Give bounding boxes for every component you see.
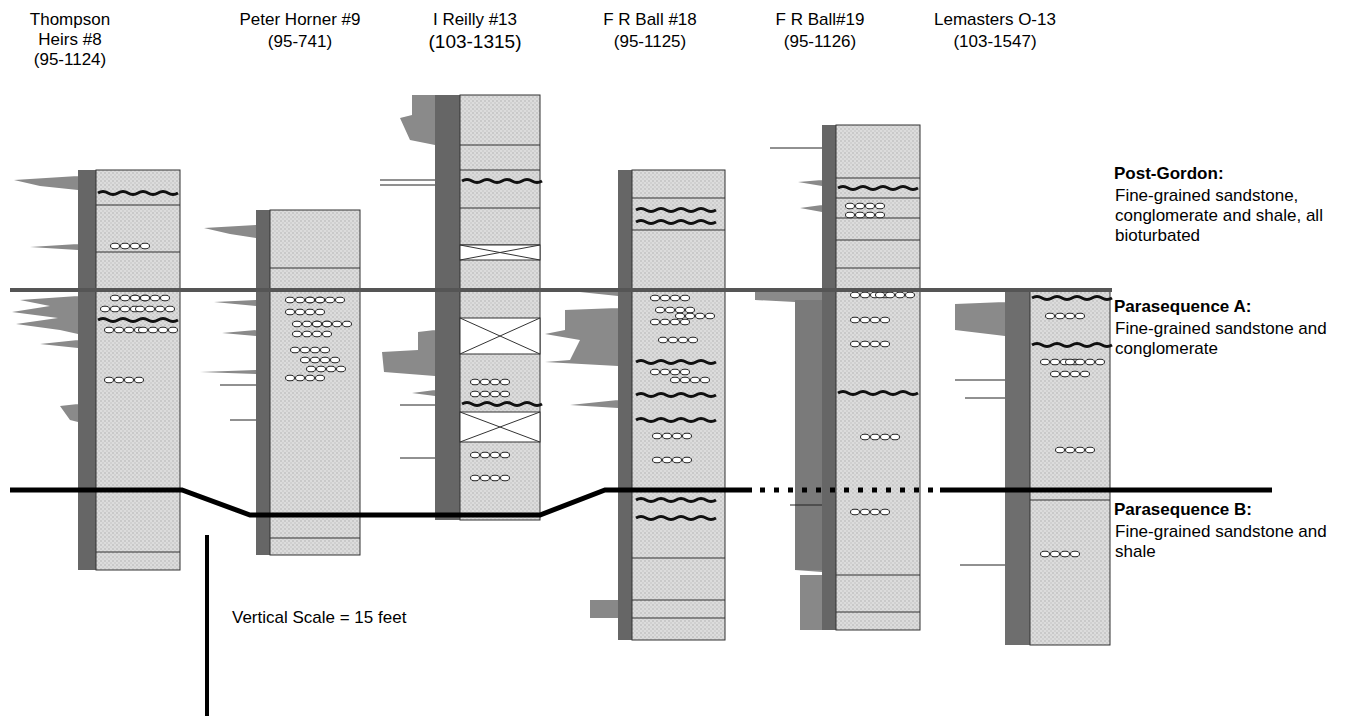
well-number: (95-1125) bbox=[565, 32, 735, 52]
unit-name: Post-Gordon: bbox=[1114, 164, 1364, 184]
well-number: (95-1124) bbox=[10, 50, 130, 70]
unit-description: Fine-grained sandstone and shale bbox=[1115, 522, 1335, 562]
scale-bar bbox=[205, 535, 209, 716]
unit-description: Fine-grained sandstone and conglomerate bbox=[1115, 319, 1335, 359]
scale-label: Vertical Scale = 15 feet bbox=[232, 608, 532, 628]
well-number: (103-1315) bbox=[390, 32, 560, 52]
well-number: (95-1126) bbox=[735, 32, 905, 52]
well-column bbox=[755, 125, 920, 630]
post-gordon-horizon bbox=[10, 288, 1112, 292]
unit-name: Parasequence A: bbox=[1114, 297, 1364, 317]
well-name: Lemasters O-13 bbox=[900, 10, 1090, 30]
well-column bbox=[545, 170, 725, 640]
well-name: Thompson Heirs #8 bbox=[10, 10, 130, 50]
well-column bbox=[955, 290, 1112, 645]
well-name: I Reilly #13 bbox=[390, 10, 560, 30]
well-number: (103-1547) bbox=[900, 32, 1090, 52]
well-name: Peter Horner #9 bbox=[200, 10, 400, 30]
well-name: F R Ball #18 bbox=[565, 10, 735, 30]
parasequence-b-horizon bbox=[10, 490, 1272, 515]
well-column bbox=[380, 95, 542, 520]
well-name: F R Ball#19 bbox=[735, 10, 905, 30]
well-number: (95-741) bbox=[200, 32, 400, 52]
unit-name: Parasequence B: bbox=[1114, 500, 1364, 520]
unit-description: Fine-grained sandstone, conglomerate and… bbox=[1115, 186, 1360, 246]
well-column bbox=[12, 170, 180, 570]
